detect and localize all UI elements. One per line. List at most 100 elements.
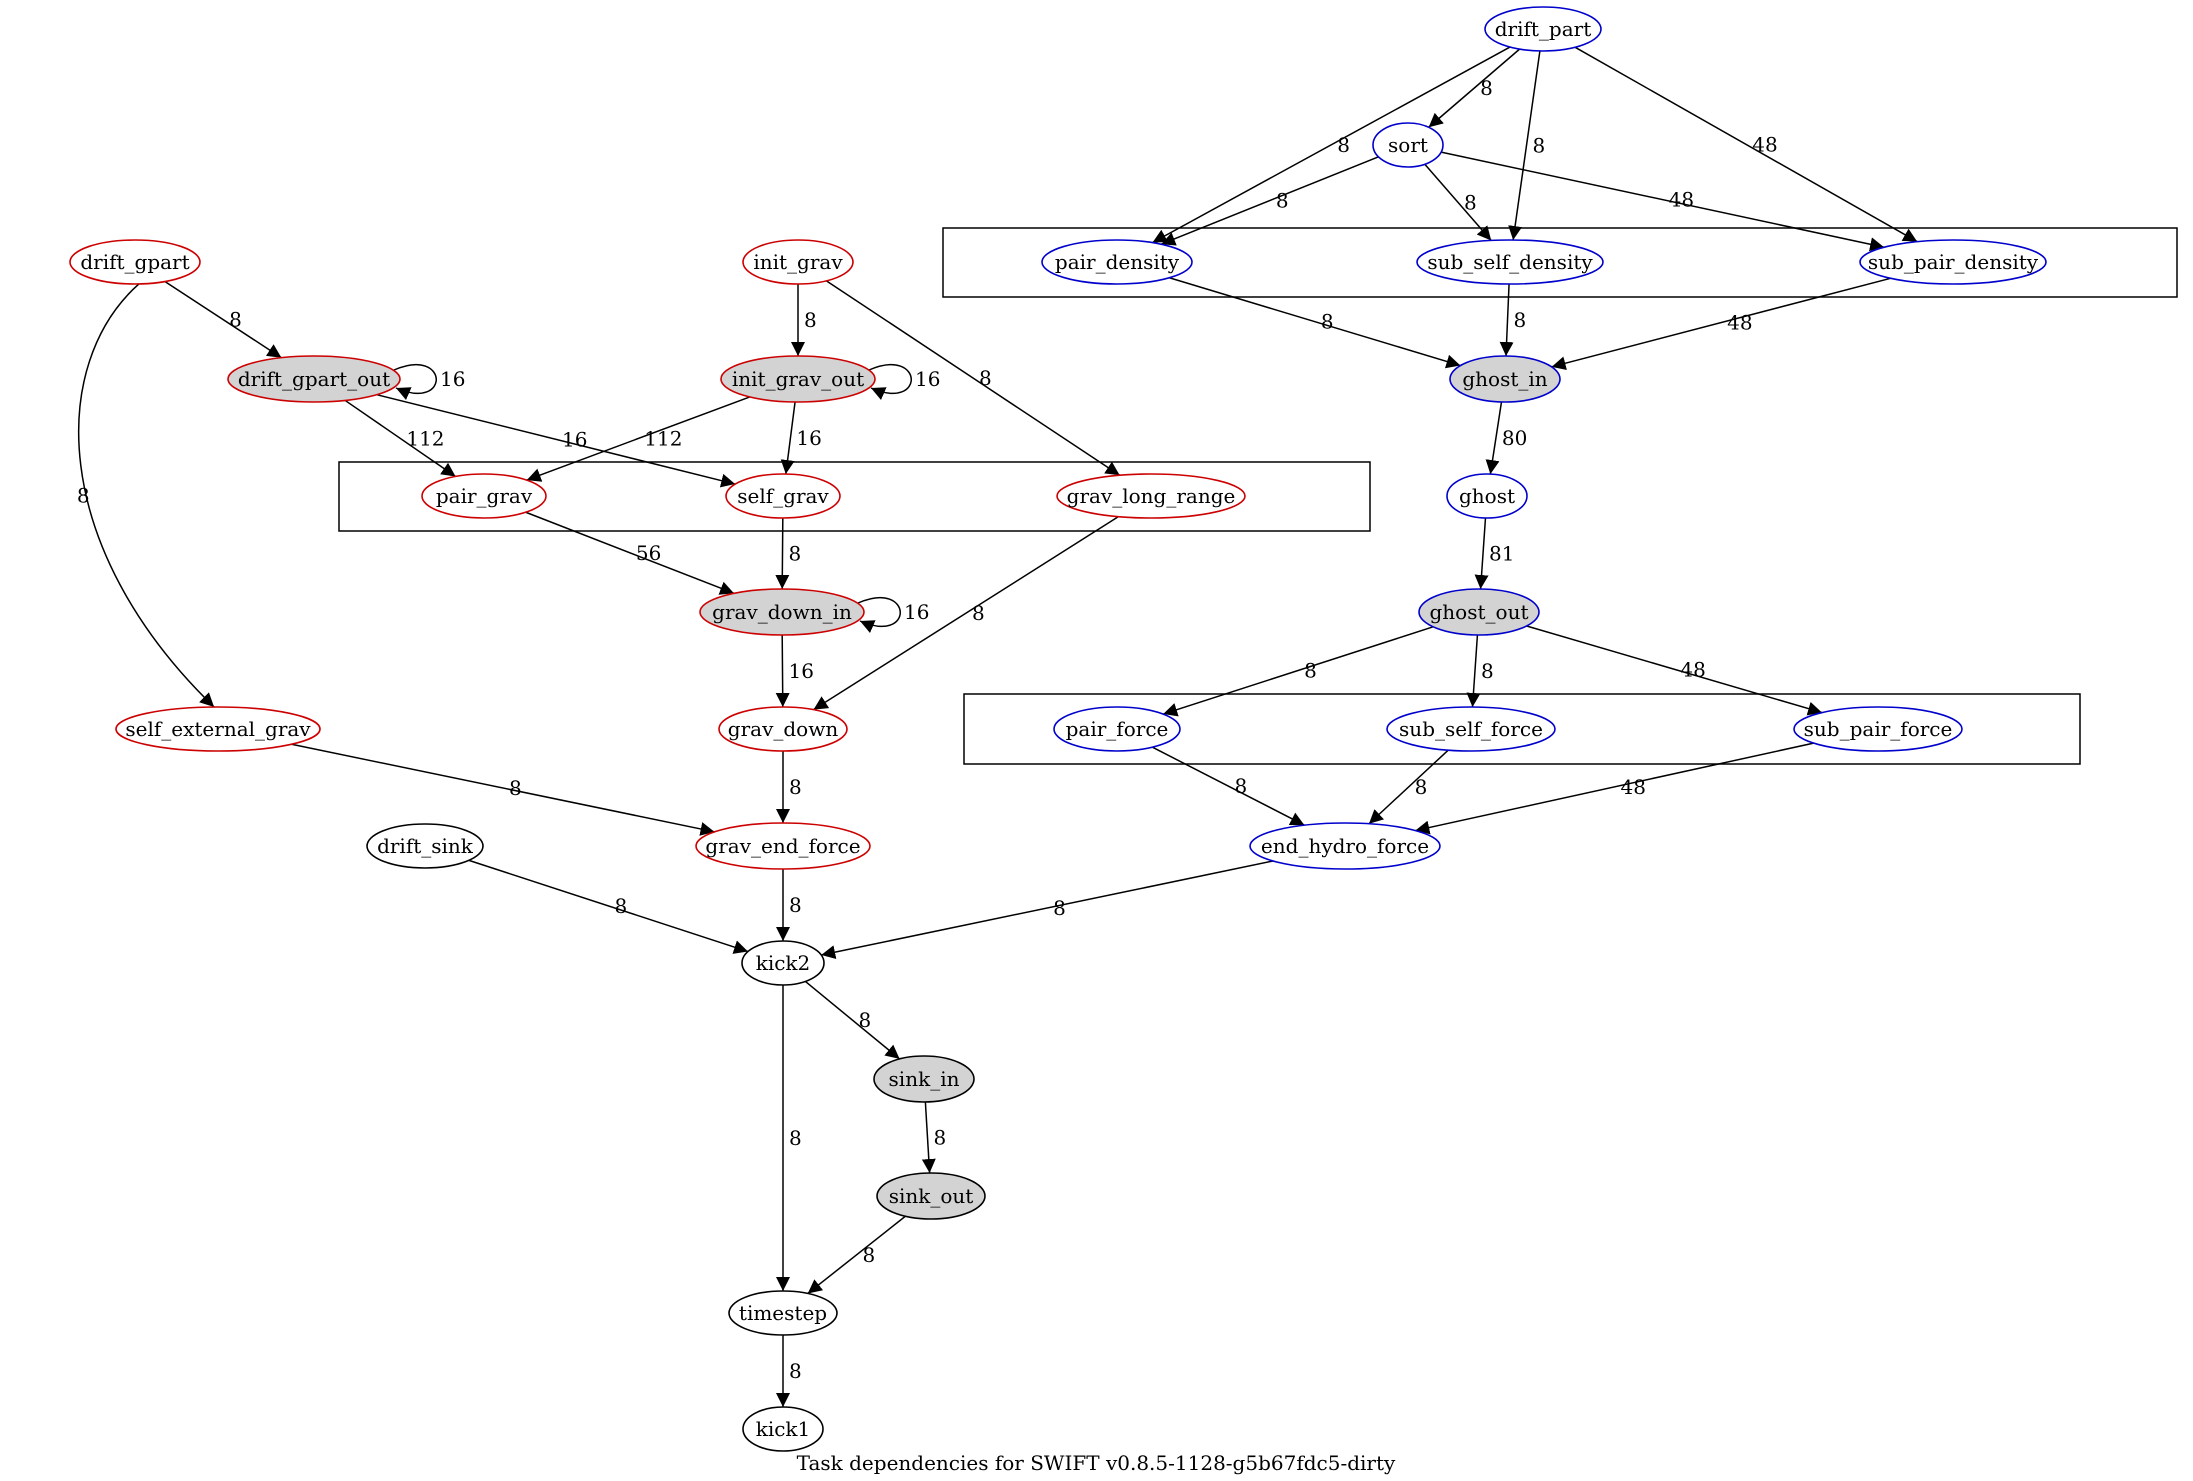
edge-label: 8 — [858, 1008, 871, 1032]
edge-line — [1499, 283, 1514, 357]
edge-init_grav-to-init_grav_out: 8 — [791, 284, 817, 356]
node-label: ghost_out — [1430, 600, 1529, 624]
edge-label: 8 — [1514, 308, 1527, 332]
edge-sort-to-sub_self_density: 8 — [1424, 163, 1492, 241]
edge-label: 8 — [1481, 659, 1494, 683]
edge-label: 48 — [1680, 657, 1705, 681]
density-cluster — [942, 227, 2178, 298]
edge-label: 16 — [904, 600, 929, 624]
node-label: drift_gpart_out — [238, 367, 390, 391]
node-pair_density: pair_density — [1041, 239, 1193, 285]
node-ellipse — [1793, 706, 1963, 752]
edge-self_external_grav-to-grav_end_force: 8 — [291, 743, 715, 836]
edge-drift_gpart_out-to-self_grav: 16 — [376, 393, 736, 488]
edge-timestep-to-kick1: 8 — [776, 1335, 802, 1407]
node-ellipse — [1859, 239, 2047, 285]
node-drift_gpart_out: drift_gpart_out — [227, 355, 401, 403]
edge-label: 8 — [1053, 896, 1066, 920]
edge-label: 8 — [509, 776, 522, 800]
node-label: sub_self_force — [1399, 717, 1543, 741]
edge-line — [826, 280, 1121, 476]
edge-label: 8 — [789, 1126, 802, 1150]
node-ellipse — [876, 1172, 986, 1220]
edge-ghost_out-to-sub_self_force: 8 — [1466, 634, 1494, 708]
node-ellipse — [1053, 706, 1181, 752]
node-sub_self_density: sub_self_density — [1416, 239, 1604, 285]
node-drift_part: drift_part — [1484, 6, 1602, 52]
node-ellipse — [720, 355, 876, 403]
node-ghost_in: ghost_in — [1449, 355, 1561, 403]
edge-line — [1440, 151, 1885, 252]
edge-line — [1368, 749, 1449, 825]
node-ellipse — [1249, 822, 1441, 870]
edge-label: 8 — [804, 308, 817, 332]
node-label: end_hydro_force — [1261, 834, 1429, 858]
edge-line — [868, 363, 912, 401]
node-label: grav_end_force — [705, 834, 860, 858]
edge-line — [857, 596, 901, 634]
node-ellipse — [718, 706, 848, 752]
edge-line — [1152, 746, 1305, 826]
node-grav_down_in: grav_down_in — [699, 588, 865, 636]
node-ghost_out: ghost_out — [1418, 588, 1540, 636]
edge-line — [1508, 50, 1541, 241]
edge-line — [525, 511, 735, 595]
edge-label: 8 — [1464, 190, 1477, 214]
node-label: ghost — [1459, 484, 1515, 508]
edge-label: 16 — [915, 367, 940, 391]
edge-label: 112 — [644, 427, 682, 451]
edge-line — [526, 396, 751, 482]
edge-label: 8 — [863, 1243, 876, 1267]
node-init_grav_out: init_grav_out — [720, 355, 876, 403]
node-label: grav_down — [728, 717, 839, 741]
edge-label: 8 — [1480, 76, 1493, 100]
node-label: pair_force — [1066, 717, 1169, 741]
edge-drift_part-to-sub_pair_density: 48 — [1574, 46, 1918, 243]
edge-sink_in-to-sink_out: 8 — [921, 1101, 946, 1174]
edge-label: 48 — [1752, 132, 1777, 156]
edge-kick2-to-timestep: 8 — [776, 985, 802, 1291]
edge-sink_out-to-timestep: 8 — [807, 1215, 906, 1295]
node-ellipse — [728, 1290, 838, 1336]
edge-ghost_out-to-pair_force: 8 — [1163, 626, 1434, 717]
edge-line — [1163, 626, 1434, 717]
edge-line — [821, 860, 1274, 960]
node-ellipse — [725, 473, 841, 519]
edge-drift_sink-to-kick2: 8 — [468, 859, 749, 954]
edge-label: 8 — [1533, 133, 1546, 157]
edge-sub_pair_force-to-end_hydro_force: 48 — [1415, 742, 1814, 835]
edge-label: 8 — [789, 1359, 802, 1383]
node-ellipse — [741, 940, 825, 986]
node-sub_self_force: sub_self_force — [1386, 706, 1556, 752]
node-grav_end_force: grav_end_force — [695, 822, 871, 870]
node-timestep: timestep — [728, 1290, 838, 1336]
edge-drift_part-to-sub_self_density: 8 — [1508, 50, 1546, 241]
node-label: init_grav — [753, 250, 843, 274]
edge-end_hydro_force-to-kick2: 8 — [821, 860, 1274, 960]
edge-line — [1466, 634, 1481, 708]
node-ellipse — [1372, 122, 1444, 168]
node-label: sub_pair_density — [1868, 250, 2039, 274]
edge-ghost_in-to-ghost: 80 — [1485, 401, 1527, 475]
edge-line — [1424, 163, 1492, 241]
node-pair_grav: pair_grav — [421, 473, 547, 519]
edge-drift_gpart-to-self_external_grav: 8 — [77, 283, 215, 708]
edge-line — [164, 280, 282, 359]
edge-line — [807, 1215, 906, 1295]
edge-drift_part-to-sort: 8 — [1428, 48, 1521, 128]
node-label: sort — [1388, 133, 1428, 157]
node-label: timestep — [739, 1301, 827, 1325]
edge-init_grav_out-to-pair_grav: 112 — [526, 396, 751, 482]
edge-line — [813, 516, 1119, 711]
node-ghost: ghost — [1446, 473, 1528, 519]
edge-line — [1574, 46, 1918, 243]
edge-line — [921, 1101, 936, 1174]
node-label: sink_out — [889, 1184, 974, 1208]
edge-label: 8 — [614, 894, 627, 918]
edge-line — [1428, 48, 1521, 128]
edge-ghost-to-ghost_out: 81 — [1474, 517, 1514, 590]
node-ellipse — [695, 822, 871, 870]
edge-drift_part-to-pair_density: 8 — [1152, 46, 1511, 244]
